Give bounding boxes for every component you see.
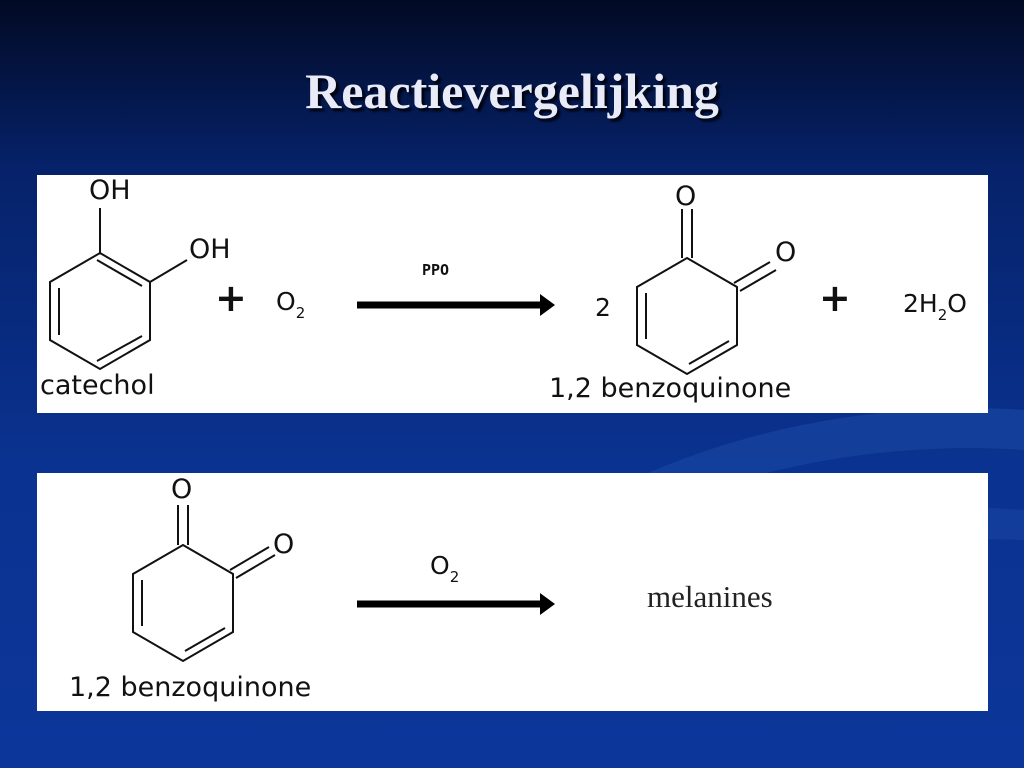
benzoquinone-name-label-2: 1,2 benzoquinone [69,672,312,703]
oxygen-formula: O2 [276,287,306,322]
catechol-name-label: catechol [40,370,155,401]
catechol-oh-label-2: OH [189,234,231,265]
reaction-arrow-1 [357,294,555,316]
water-formula: 2H2O [903,289,967,324]
reaction-2-structures [132,505,555,663]
stoichiometric-coefficient: 2 [595,293,611,322]
reaction-panel-1: OH OH catechol + O2 PPO 2 O O 1,2 benzoq… [37,175,988,413]
benzoquinone-name-label-1: 1,2 benzoquinone [549,373,792,404]
benzoquinone-o-label-1: O [675,181,697,212]
melanines-product-label: melanines [647,579,773,614]
reaction-arrow-2 [357,593,555,615]
plus-sign-1: + [215,276,247,320]
benzoquinone-o-label-4: O [273,529,295,560]
benzoquinone-structure-2 [132,505,276,663]
benzoquinone-structure-1 [636,209,777,376]
ppo-catalyst-label: PPO [422,261,450,279]
reaction-panel-2: O O 1,2 benzoquinone O2 melanines [37,473,988,711]
benzoquinone-o-label-2: O [775,237,797,268]
benzoquinone-o-label-3: O [171,474,193,505]
reaction-1-structures [49,208,777,376]
catechol-oh-label-1: OH [89,175,131,206]
oxygen-reagent-formula: O2 [430,551,460,586]
plus-sign-2: + [819,276,851,320]
slide-title: Reactievergelijking [305,63,719,119]
catechol-structure [49,208,188,371]
